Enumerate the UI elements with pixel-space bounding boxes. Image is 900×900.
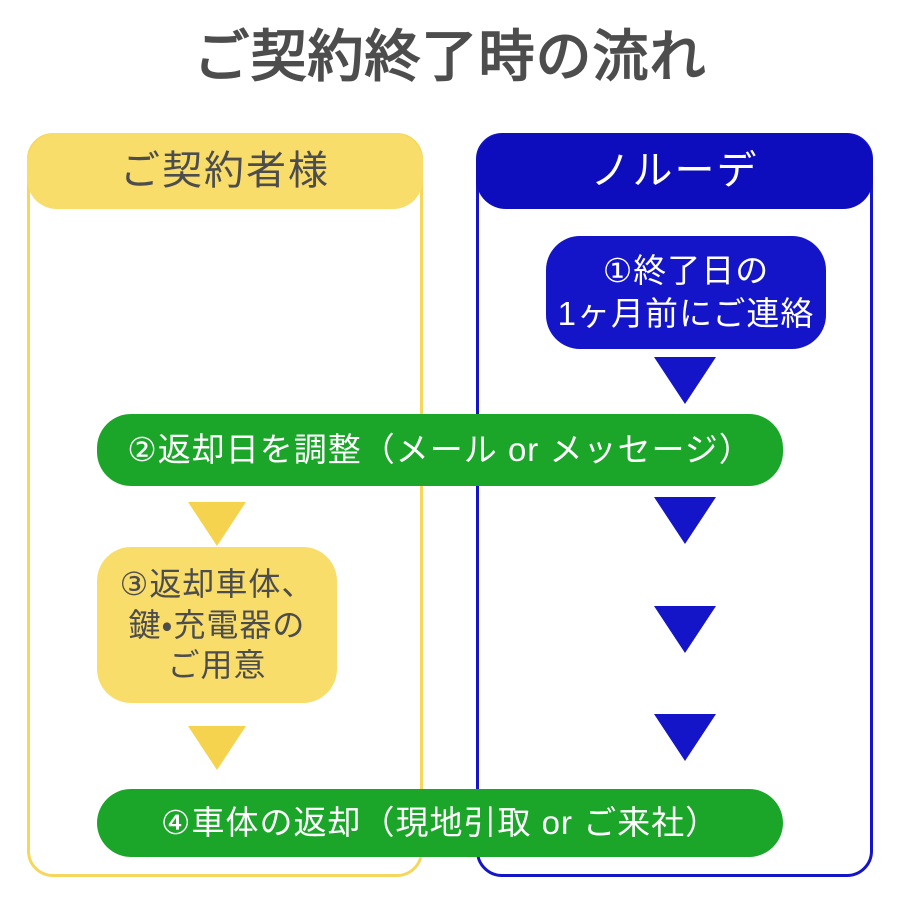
arrow-down-icon-blue-2 — [654, 497, 716, 544]
step-box-2: ②返却日を調整（メール or メッセージ） — [97, 414, 783, 486]
step-3-line-1: ③返却車体、 — [119, 565, 315, 602]
step-1-line-2: 1ヶ月前にご連絡 — [557, 294, 815, 332]
lane-header-customer: ご契約者様 — [27, 133, 423, 209]
arrow-down-icon-blue-1 — [654, 357, 716, 404]
step-2-line-1: ②返却日を調整（メール or メッセージ） — [127, 430, 753, 468]
page-title: ご契約終了時の流れ — [193, 25, 707, 88]
arrow-down-icon-blue-3 — [654, 606, 716, 653]
step-box-4: ④車体の返却（現地引取 or ご来社） — [97, 789, 783, 857]
arrow-down-icon-blue-4 — [654, 714, 716, 761]
step-3-line-2: 鍵・充電器の — [128, 606, 306, 643]
step-box-1: ①終了日の 1ヶ月前にご連絡 — [546, 236, 826, 349]
step-3-line-3: ご用意 — [167, 647, 267, 684]
lane-header-norude: ノルーデ — [476, 133, 873, 209]
arrow-down-icon-yellow-1 — [188, 502, 246, 546]
arrow-down-icon-yellow-2 — [188, 726, 246, 770]
lane-header-norude-label: ノルーデ — [590, 149, 759, 193]
lane-header-customer-label: ご契約者様 — [120, 149, 330, 193]
step-box-3: ③返却車体、 鍵・充電器の ご用意 — [97, 547, 337, 703]
step-4-line-1: ④車体の返却（現地引取 or ご来社） — [160, 803, 720, 841]
step-1-line-1: ①終了日の — [602, 252, 770, 290]
